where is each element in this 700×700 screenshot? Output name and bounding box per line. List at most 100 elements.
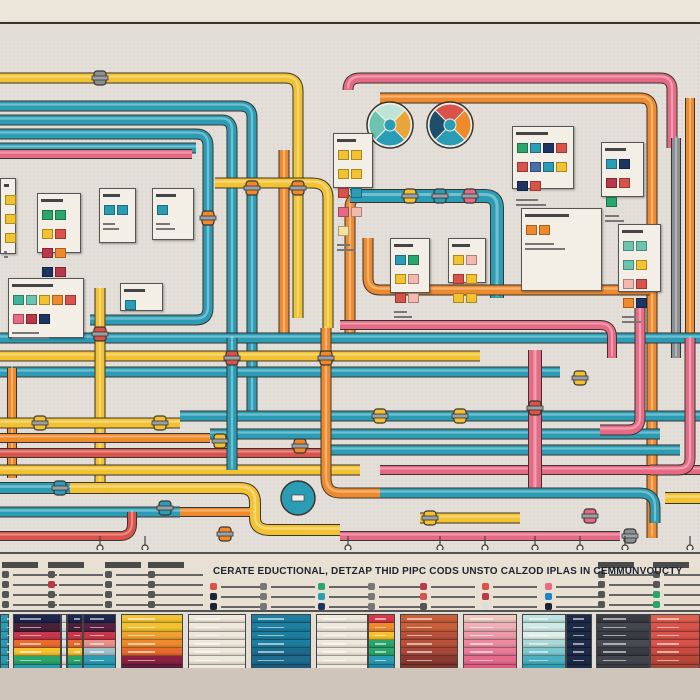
- drain-valve-icon: [576, 544, 584, 550]
- pipe-teal-h6: [330, 444, 680, 456]
- legend-color-icon: [210, 583, 217, 590]
- color-swatch: [556, 143, 567, 153]
- legend-color-icon: [2, 571, 9, 578]
- color-swatch: [517, 162, 528, 172]
- color-table-row: [62, 639, 70, 648]
- valve-fitting: [156, 500, 174, 516]
- color-table-row: [401, 615, 457, 624]
- color-swatch: [408, 274, 419, 284]
- color-table-row: [597, 623, 649, 632]
- pipe-yellow-h8: [70, 482, 340, 536]
- legend-item: [482, 603, 537, 610]
- color-table-row: [252, 639, 310, 648]
- color-table-row: [369, 623, 394, 632]
- color-swatch: [351, 188, 362, 198]
- legend-item: [210, 583, 265, 590]
- pipe-top-yellow: [0, 72, 304, 318]
- color-table-row: [189, 639, 245, 648]
- legend-item: [148, 591, 203, 598]
- valve-fitting: [317, 350, 335, 366]
- color-table-row: [597, 648, 649, 657]
- legend-color-icon: [545, 593, 552, 600]
- legend-item: [105, 571, 160, 578]
- drain-valve-icon: [686, 544, 694, 550]
- pipe-pink-mid-h1: [340, 320, 617, 358]
- pipe-orange-mid: [362, 236, 650, 296]
- color-swatch: [619, 178, 630, 188]
- valve-fitting: [223, 350, 241, 366]
- color-swatch: [606, 178, 617, 188]
- color-table-row: [401, 639, 457, 648]
- valve-fitting: [621, 528, 639, 544]
- color-swatch: [117, 205, 128, 215]
- color-swatch: [466, 293, 477, 303]
- pipe-yellow-right-end: [665, 492, 700, 504]
- gauge-wheel-multicolor-icon: [426, 101, 474, 149]
- color-swatch: [42, 248, 53, 258]
- color-table-row: [567, 639, 591, 648]
- color-table-row: [651, 631, 699, 640]
- legend-item: [148, 601, 203, 608]
- pipe-red-h11: [0, 510, 137, 541]
- pipe-yellow-h4: [0, 417, 180, 429]
- color-table-row: [14, 631, 60, 640]
- color-swatch: [517, 181, 528, 191]
- color-table-row: [401, 656, 457, 665]
- color-swatch: [395, 255, 406, 265]
- color-table-row: [1, 648, 11, 657]
- color-table-row: [651, 615, 699, 624]
- legend-color-icon: [598, 591, 605, 598]
- color-table-row: [464, 656, 516, 665]
- color-swatch: [606, 197, 617, 207]
- color-swatch: [39, 295, 50, 305]
- color-swatch: [453, 274, 464, 284]
- color-table-row: [317, 615, 367, 624]
- legend-color-icon: [48, 571, 55, 578]
- gauge-wheel-teal-icon: [366, 101, 414, 149]
- color-table-row: [252, 648, 310, 657]
- color-table-row: [68, 648, 82, 657]
- drain-valve-icon: [96, 544, 104, 550]
- valve-fitting: [243, 180, 261, 196]
- drain-valve-icon: [531, 544, 539, 550]
- color-swatch: [351, 150, 362, 160]
- color-table-row: [84, 656, 115, 665]
- legend-card-swatches-2: [333, 133, 373, 251]
- color-table-row: [597, 615, 649, 624]
- valve-fitting: [199, 210, 217, 226]
- valve-fitting: [91, 70, 109, 86]
- pipe-teal-h4: [180, 410, 700, 422]
- legend-column: [2, 562, 57, 611]
- pipe-red-h6: [0, 448, 330, 458]
- color-table-row: [523, 615, 565, 624]
- color-table-row: [597, 656, 649, 665]
- color-table-row: [464, 639, 516, 648]
- legend-color-icon: [482, 583, 489, 590]
- color-table-row: [369, 656, 394, 665]
- color-table-row: [464, 623, 516, 632]
- color-table-row: [84, 623, 115, 632]
- color-swatch: [623, 298, 634, 308]
- color-swatch: [453, 293, 464, 303]
- color-table-row: [189, 648, 245, 657]
- color-table-row: [651, 623, 699, 632]
- legend-card-swatches-3: [390, 238, 430, 318]
- pipe-top-pink-orange: [342, 72, 678, 148]
- legend-item: [2, 601, 57, 608]
- valve-fitting: [151, 415, 169, 431]
- color-table-row: [369, 648, 394, 657]
- pipe-teal-2: [0, 114, 238, 378]
- color-table-row: [369, 615, 394, 624]
- color-swatch: [104, 205, 115, 215]
- color-table-row: [68, 639, 82, 648]
- legend-item: [318, 593, 373, 600]
- legend-column: [420, 580, 475, 613]
- valve-fitting: [51, 480, 69, 496]
- color-swatch: [55, 210, 66, 220]
- legend-color-icon: [260, 603, 267, 610]
- color-swatch: [623, 279, 634, 289]
- valve-fitting: [401, 188, 419, 204]
- legend-color-icon: [653, 581, 660, 588]
- legend-column: [105, 562, 160, 611]
- color-swatch: [338, 226, 349, 236]
